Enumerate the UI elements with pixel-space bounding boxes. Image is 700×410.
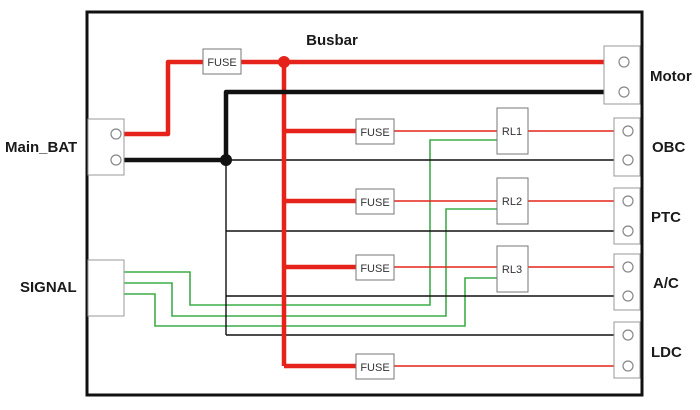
- fuse-obc: FUSE: [355, 118, 395, 145]
- label-main-bat: Main_BAT: [5, 139, 77, 156]
- label-ac: A/C: [653, 275, 679, 292]
- relay-rl2: RL2: [496, 177, 529, 225]
- svg-text:RL2: RL2: [502, 196, 522, 208]
- fuse-main: FUSE: [202, 48, 242, 75]
- busbar-junction: [278, 56, 290, 68]
- svg-text:RL3: RL3: [502, 264, 522, 276]
- fuse-ptc: FUSE: [355, 188, 395, 215]
- right-connectors: [603, 45, 641, 379]
- load-lines: [392, 130, 614, 367]
- relay-rl1: RL1: [496, 107, 529, 155]
- signal-wire-rl1: [124, 139, 497, 306]
- signal-wire-rl3: [124, 277, 497, 327]
- fuses: FUSE FUSE FUSE FUSE FUSE: [202, 48, 395, 380]
- busbar-title: Busbar: [306, 32, 358, 49]
- main-ground: [124, 89, 614, 163]
- svg-text:FUSE: FUSE: [207, 57, 236, 69]
- label-obc: OBC: [652, 139, 686, 156]
- ground-branches: [225, 159, 614, 336]
- relay-rl3: RL3: [496, 245, 529, 293]
- fuse-ldc: FUSE: [355, 353, 395, 380]
- svg-text:FUSE: FUSE: [360, 197, 389, 209]
- fuse-ac: FUSE: [355, 254, 395, 281]
- busbar: [124, 59, 614, 369]
- enclosure-frame: [85, 10, 644, 397]
- ground-junction: [220, 154, 232, 166]
- svg-text:FUSE: FUSE: [360, 127, 389, 139]
- svg-text:RL1: RL1: [502, 126, 522, 138]
- signal-wires: [124, 139, 497, 327]
- label-ptc: PTC: [651, 209, 681, 226]
- label-motor: Motor: [650, 68, 692, 85]
- svg-text:FUSE: FUSE: [360, 263, 389, 275]
- signal-wire-rl2: [124, 208, 497, 317]
- battery-connector: [87, 118, 125, 176]
- signal-connector: [87, 259, 125, 317]
- svg-text:FUSE: FUSE: [360, 362, 389, 374]
- connector-pins: [618, 56, 634, 372]
- label-signal: SIGNAL: [20, 279, 77, 296]
- relays: RL1 RL2 RL3: [496, 107, 529, 293]
- label-ldc: LDC: [651, 344, 682, 361]
